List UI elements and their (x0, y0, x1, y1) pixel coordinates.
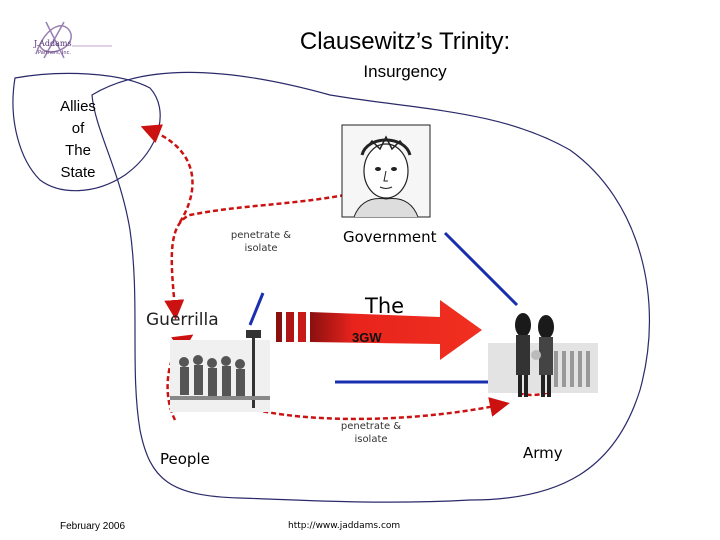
allies-boundary (12, 72, 161, 192)
trinity-line-guerrilla (248, 292, 265, 326)
government-label: Government (343, 228, 437, 246)
3gw-arrow-label: 3GW (352, 330, 382, 345)
dashed-arrow-gov-to-guerrilla (164, 193, 346, 320)
diagram-title: Clausewitz’s Trinity: (299, 28, 511, 55)
trinity-line-government-army (443, 231, 519, 307)
jaddams-logo: J.Addams Partners, Inc. (33, 21, 112, 59)
svg-text:J.Addams: J.Addams (33, 39, 72, 48)
guerrilla-label: Guerrilla (146, 310, 219, 330)
army-illustration (488, 313, 598, 397)
footer-url: http://www.jaddams.com (288, 521, 401, 531)
diagram-subtitle: Insurgency (363, 62, 447, 81)
army-label: Army (523, 444, 563, 462)
people-label: People (160, 450, 210, 468)
penetrate-isolate-bottom-label: penetrate & isolate (340, 421, 402, 445)
government-portrait (341, 124, 431, 218)
svg-text:Partners, Inc.: Partners, Inc. (38, 50, 71, 56)
footer-date: February 2006 (60, 521, 126, 532)
dashed-arrow-to-allies (140, 124, 194, 223)
state-boundary (91, 71, 651, 503)
3gw-arrow (276, 300, 482, 360)
penetrate-isolate-top-label: penetrate & isolate (230, 230, 292, 254)
allies-of-the-state-label: Allies of The State (60, 98, 96, 181)
state-label: The (365, 294, 405, 318)
guerrilla-crowd-illustration (170, 330, 270, 412)
